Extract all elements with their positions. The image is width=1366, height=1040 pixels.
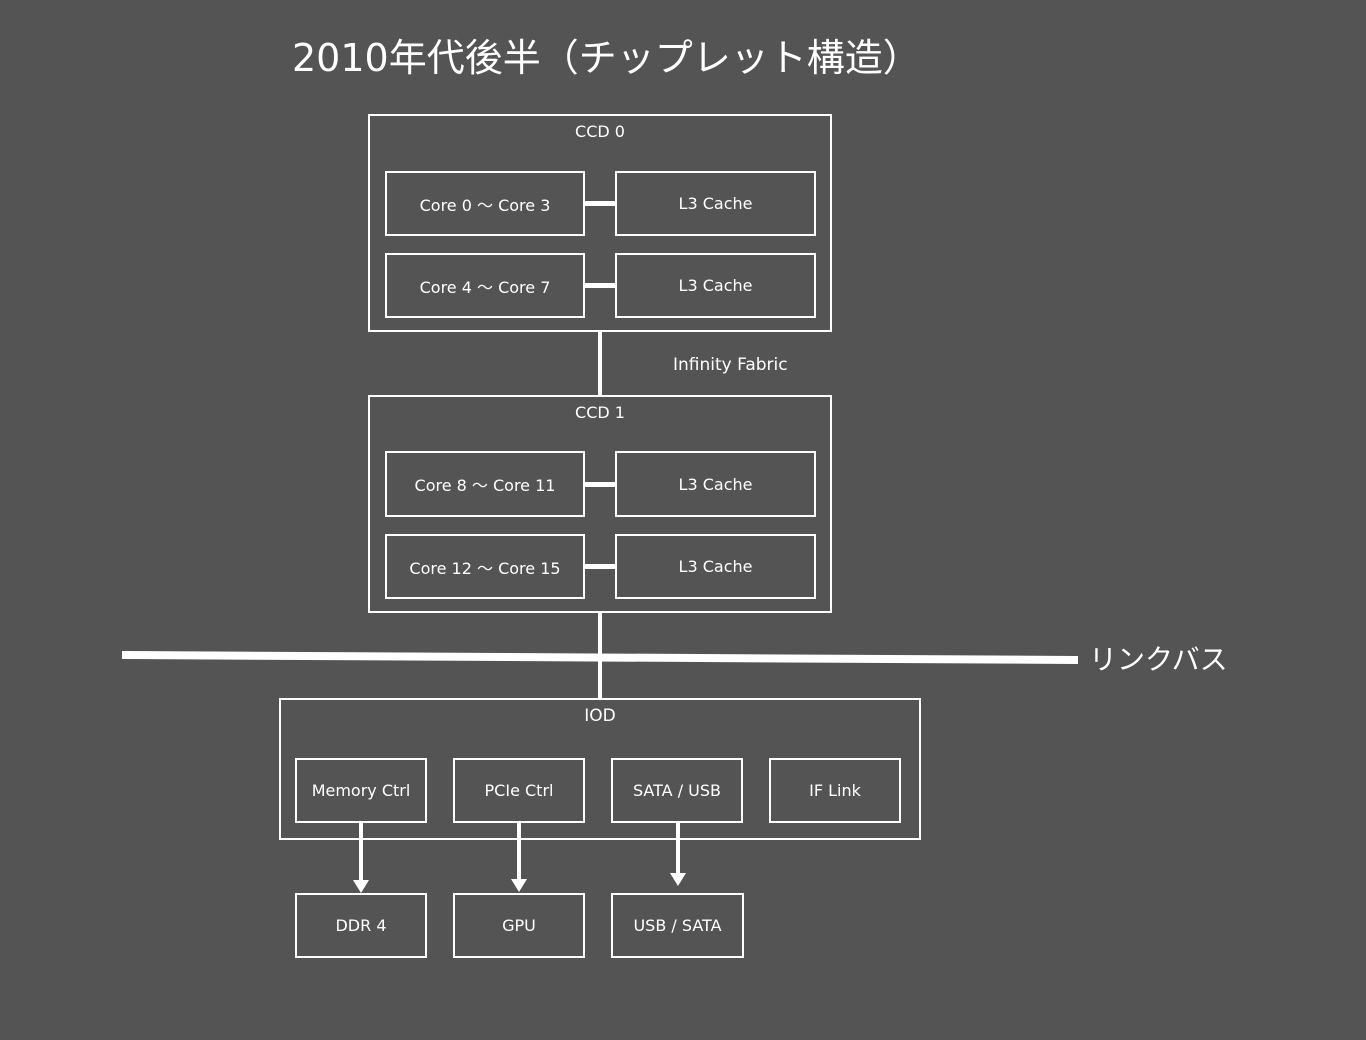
ccd0-core-cache-link-1 bbox=[585, 283, 616, 288]
ccd0-core-cache-link-0 bbox=[585, 201, 616, 206]
iod-pcie-ctrl: PCIe Ctrl bbox=[453, 758, 585, 823]
device-usb-sata: USB / SATA bbox=[611, 893, 744, 958]
diagram-title: 2010年代後半（チップレット構造） bbox=[292, 36, 921, 80]
sata-usb-arrowhead bbox=[670, 873, 686, 886]
ccd1-label: CCD 1 bbox=[575, 403, 625, 422]
iod-if-link: IF Link bbox=[769, 758, 901, 823]
ccd1-frame: CCD 1 bbox=[368, 395, 832, 613]
iod-memory-ctrl: Memory Ctrl bbox=[295, 758, 427, 823]
infinity-fabric-label: Infinity Fabric bbox=[673, 355, 788, 375]
ccd0-l3-cache-1: L3 Cache bbox=[615, 253, 816, 318]
link-bus-line bbox=[121, 651, 1079, 664]
device-gpu: GPU bbox=[453, 893, 585, 958]
ccd1-l3-cache-1: L3 Cache bbox=[615, 534, 816, 599]
iod-label: IOD bbox=[584, 706, 616, 726]
ccd0-label: CCD 0 bbox=[575, 122, 625, 141]
ccd0-frame: CCD 0 bbox=[368, 114, 832, 332]
ccd1-core-group-1: Core 12 〜 Core 15 bbox=[385, 534, 585, 599]
ccd0-core-group-1: Core 4 〜 Core 7 bbox=[385, 253, 585, 318]
pcie-gpu-arrowhead bbox=[511, 879, 527, 892]
iod-sata-usb: SATA / USB bbox=[611, 758, 743, 823]
link-bus-label: リンクバス bbox=[1089, 643, 1228, 676]
ccd1-core-group-0: Core 8 〜 Core 11 bbox=[385, 451, 585, 517]
device-ddr4: DDR 4 bbox=[295, 893, 427, 958]
iod-frame: IOD bbox=[279, 698, 921, 840]
ccd1-l3-cache-0: L3 Cache bbox=[615, 451, 816, 517]
ccd1-core-cache-link-1 bbox=[585, 564, 616, 569]
ccd1-core-cache-link-0 bbox=[585, 482, 616, 487]
ccd0-core-group-0: Core 0 〜 Core 3 bbox=[385, 171, 585, 236]
ccd0-l3-cache-0: L3 Cache bbox=[615, 171, 816, 236]
memory-ddr-arrowhead bbox=[353, 880, 369, 893]
